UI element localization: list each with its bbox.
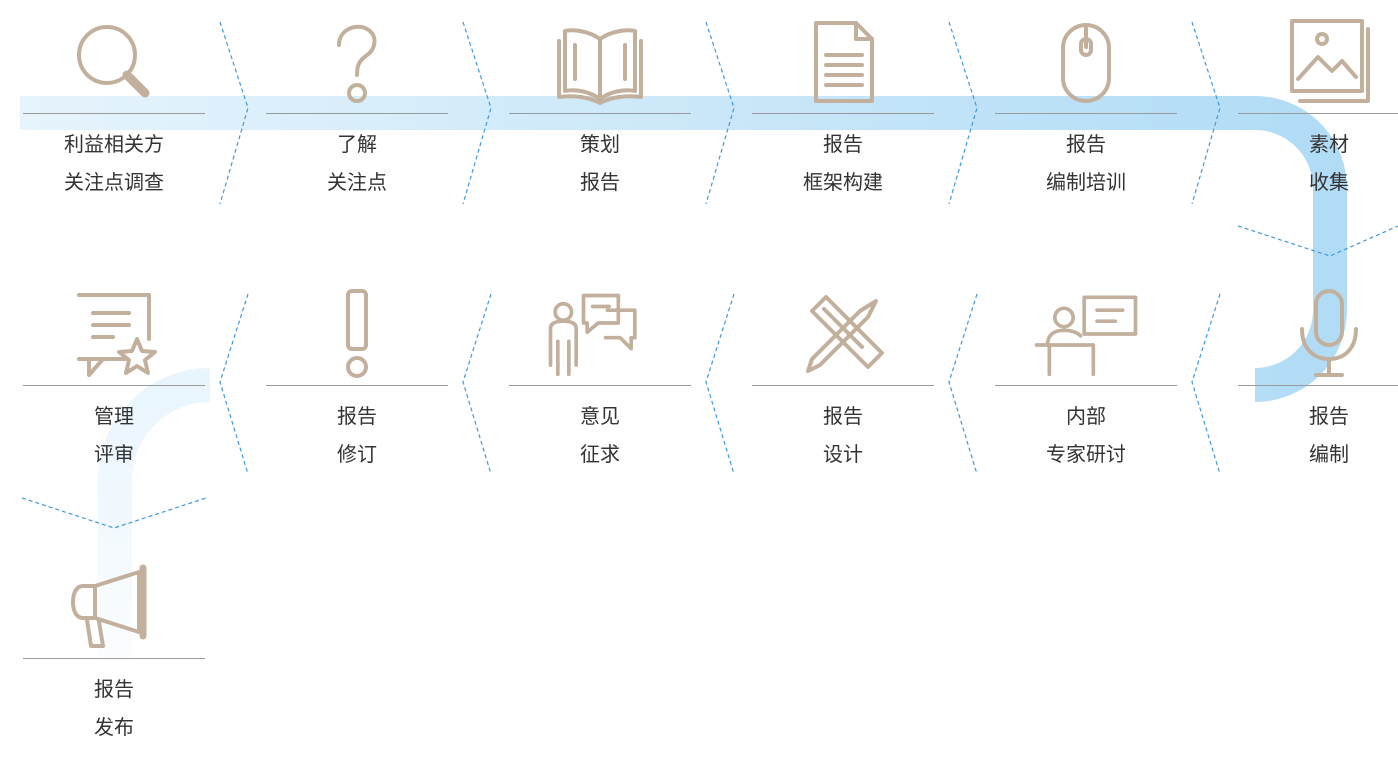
process-flow-diagram: 利益相关方关注点调查了解关注点策划报告报告框架构建报告编制培训素材收集报告编制内…	[20, 17, 1398, 739]
step-12: 管理评审	[23, 289, 205, 489]
step-label-line: 策划	[580, 132, 620, 156]
separator-row1-4	[948, 21, 978, 205]
step-rule	[752, 385, 934, 386]
mouse-icon	[1041, 17, 1131, 107]
step-11: 报告修订	[266, 289, 448, 489]
step-label-line: 关注点调查	[64, 170, 164, 194]
step-label-line: 利益相关方	[64, 132, 164, 156]
separator-row2-1	[219, 293, 249, 475]
step-label-line: 框架构建	[803, 170, 883, 194]
separator-row2-4	[948, 293, 978, 475]
step-label: 报告发布	[23, 670, 205, 746]
separator-row1-2	[462, 21, 492, 205]
separators	[21, 21, 1398, 529]
step-label-line: 意见	[580, 404, 620, 428]
microphone-icon	[1284, 289, 1374, 379]
step-label-line: 专家研讨	[1046, 442, 1126, 466]
step-label-line: 报告	[1309, 404, 1349, 428]
step-rule	[266, 385, 448, 386]
separator-row2-2	[462, 293, 492, 475]
step-5: 报告编制培训	[995, 17, 1177, 217]
speech-bubble-star-icon	[69, 289, 159, 379]
step-rule	[995, 385, 1177, 386]
step-rule	[509, 385, 691, 386]
step-label-line: 设计	[823, 442, 863, 466]
magnifier-icon	[69, 17, 159, 107]
step-label: 策划报告	[509, 125, 691, 201]
step-label: 报告框架构建	[752, 125, 934, 201]
step-rule	[266, 113, 448, 114]
step-rule	[23, 113, 205, 114]
step-4: 报告框架构建	[752, 17, 934, 217]
step-10: 意见征求	[509, 289, 691, 489]
step-label-line: 关注点	[327, 170, 387, 194]
separator-turn-left	[21, 497, 207, 529]
step-2: 了解关注点	[266, 17, 448, 217]
pencil-ruler-icon	[798, 289, 888, 379]
step-label-line: 管理	[94, 404, 134, 428]
open-book-icon	[555, 17, 645, 107]
step-label: 内部专家研讨	[995, 397, 1177, 473]
separator-row1-1	[219, 21, 249, 205]
step-label-line: 报告	[337, 404, 377, 428]
separator-turn-right	[1237, 225, 1398, 257]
step-label: 报告编制培训	[995, 125, 1177, 201]
step-7: 报告编制	[1238, 289, 1398, 489]
step-label: 报告编制	[1238, 397, 1398, 473]
step-label: 报告设计	[752, 397, 934, 473]
step-label-line: 素材	[1309, 132, 1349, 156]
exclamation-icon	[312, 289, 402, 379]
separator-row1-3	[705, 21, 735, 205]
step-label-line: 报告	[580, 170, 620, 194]
step-13: 报告发布	[23, 562, 205, 762]
step-label-line: 内部	[1066, 404, 1106, 428]
step-3: 策划报告	[509, 17, 691, 217]
step-9: 报告设计	[752, 289, 934, 489]
separator-row2-3	[705, 293, 735, 475]
step-rule	[23, 658, 205, 659]
step-8: 内部专家研讨	[995, 289, 1177, 489]
separator-row2-5	[1191, 293, 1221, 475]
step-rule	[995, 113, 1177, 114]
step-rule	[23, 385, 205, 386]
step-label-line: 评审	[94, 442, 134, 466]
megaphone-icon	[69, 562, 159, 652]
step-label-line: 收集	[1309, 170, 1349, 194]
step-rule	[1238, 385, 1398, 386]
step-label-line: 报告	[823, 132, 863, 156]
step-label-line: 修订	[337, 442, 377, 466]
step-label: 管理评审	[23, 397, 205, 473]
step-label: 报告修订	[266, 397, 448, 473]
presenter-desk-icon	[1031, 289, 1141, 379]
step-label-line: 报告	[823, 404, 863, 428]
step-rule	[752, 113, 934, 114]
step-label: 意见征求	[509, 397, 691, 473]
picture-icon	[1284, 17, 1374, 107]
step-label-line: 编制培训	[1046, 170, 1126, 194]
question-mark-icon	[312, 17, 402, 107]
step-label-line: 发布	[94, 715, 134, 739]
step-label: 利益相关方关注点调查	[23, 125, 205, 201]
document-icon	[798, 17, 888, 107]
step-6: 素材收集	[1238, 17, 1398, 217]
step-rule	[1238, 113, 1398, 114]
person-speech-icon	[545, 289, 655, 379]
step-label-line: 征求	[580, 442, 620, 466]
separator-row1-5	[1191, 21, 1221, 205]
step-label-line: 了解	[337, 132, 377, 156]
step-label-line: 报告	[94, 677, 134, 701]
step-label: 了解关注点	[266, 125, 448, 201]
step-label-line: 编制	[1309, 442, 1349, 466]
step-label-line: 报告	[1066, 132, 1106, 156]
step-rule	[509, 113, 691, 114]
step-1: 利益相关方关注点调查	[23, 17, 205, 217]
step-label: 素材收集	[1238, 125, 1398, 201]
